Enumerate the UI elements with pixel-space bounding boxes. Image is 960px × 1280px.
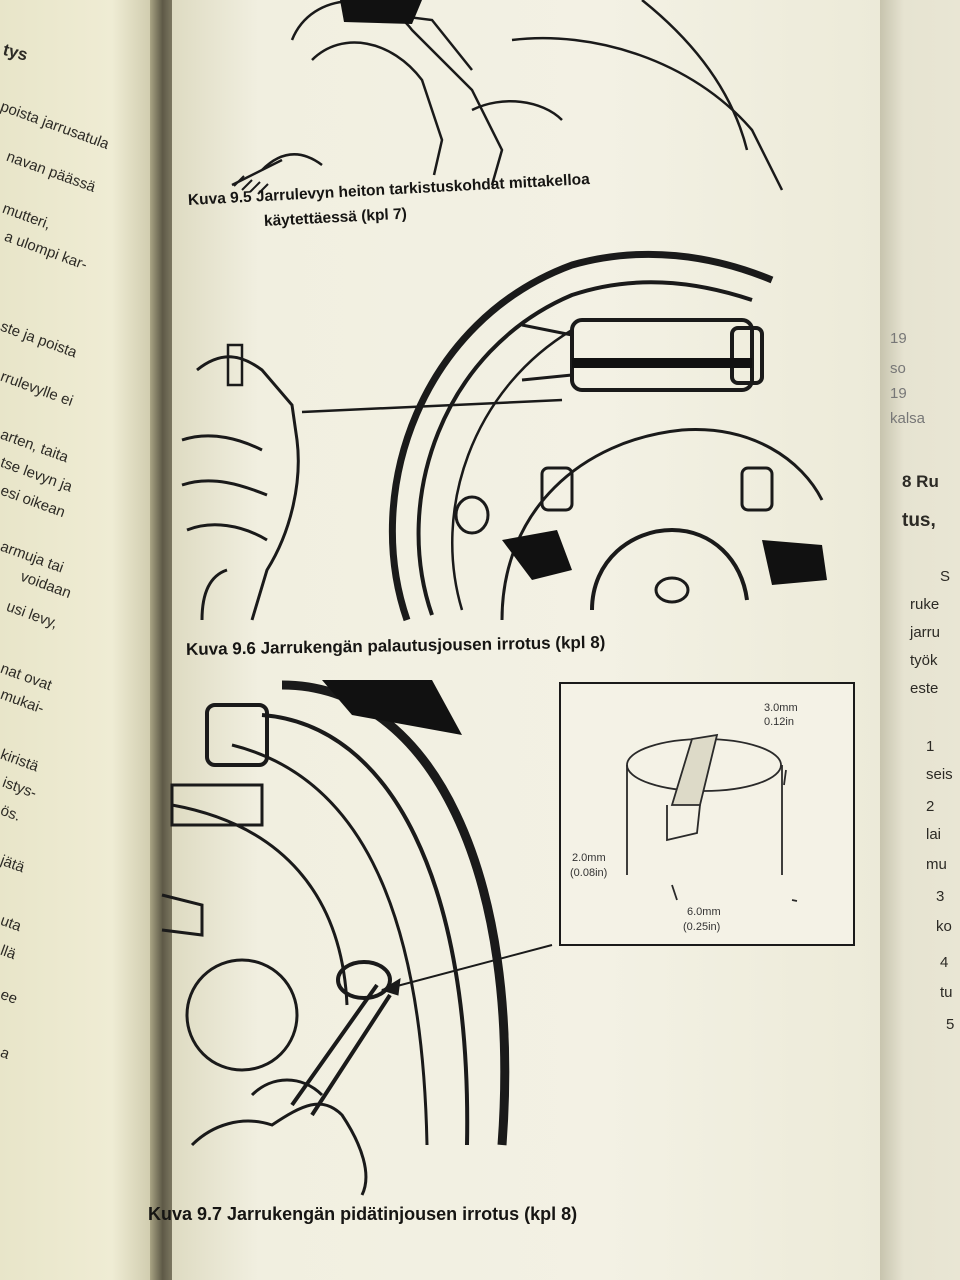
main-page: Kuva 9.5 Jarrulevyn heiton tarkistuskohd… — [148, 0, 892, 1280]
text-line: mu — [926, 856, 947, 873]
text-line: navan päässä — [4, 148, 98, 196]
arrow-shape — [340, 0, 422, 24]
text-line: lai — [926, 826, 942, 843]
figure-9-7-illustration: 3.0mm 0.12in 2.0mm (0.08in) 6.0mm (0.25i… — [161, 680, 855, 1196]
faint-text: kalsa — [890, 410, 926, 427]
text-line: istys- — [0, 774, 39, 802]
section-heading-fragment: tus, — [902, 510, 936, 531]
text-line: jätä — [0, 852, 27, 877]
faint-text: so — [890, 360, 906, 377]
text-line: ste ja poista — [0, 318, 80, 362]
inset-dim1-in: 0.12in — [764, 716, 794, 728]
list-number: 4 — [940, 954, 949, 971]
text-line: usi levy, — [4, 598, 60, 633]
text-line: a — [0, 1044, 12, 1063]
right-page: 19 so 19 kalsa 8 Ru tus, S ruke jarru ty… — [880, 0, 960, 1280]
text-line: kiristä — [0, 746, 41, 776]
text-line: ko — [936, 918, 952, 935]
inset-dim2-in: (0.08in) — [570, 867, 607, 879]
text-line: tu — [940, 984, 953, 1001]
figure-9-5-illustration — [231, 0, 784, 195]
figure-9-6-illustration — [181, 250, 827, 622]
left-page: tys poista jarrusatula navan päässä mutt… — [0, 0, 160, 1280]
figure-9-7-caption: Kuva 9.7 Jarrukengän pidätinjousen irrot… — [148, 1204, 578, 1224]
list-number: 2 — [926, 798, 935, 815]
text-line: jarru — [910, 624, 941, 641]
text-line: voidaan — [18, 568, 74, 602]
list-number: 1 — [926, 738, 935, 755]
list-number: 3 — [936, 888, 945, 905]
text-line: S — [940, 568, 951, 585]
text-line: ee — [0, 986, 20, 1008]
text-line: poista jarrusatula — [0, 98, 112, 154]
figure-9-5-caption-line-2: käytettäessä (kpl 7) — [263, 205, 408, 230]
text-line: ruke — [910, 596, 940, 613]
text-line: ös. — [0, 802, 23, 825]
text-line: työk — [910, 652, 938, 669]
text-line: llä — [0, 942, 19, 964]
inset-dim2-mm: 2.0mm — [572, 852, 606, 864]
faint-text: 19 — [890, 385, 907, 402]
list-number: 5 — [946, 1016, 955, 1033]
faint-text: 19 — [890, 330, 907, 347]
section-heading-fragment: 8 Ru — [902, 472, 939, 491]
inset-dim3-in: (0.25in) — [683, 921, 720, 933]
inset-dim3-mm: 6.0mm — [687, 906, 721, 918]
text-line: a ulompi kar- — [2, 228, 90, 274]
text-line: rrulevylle ei — [0, 368, 76, 410]
inset-dim1-mm: 3.0mm — [764, 702, 798, 714]
text-line: uta — [0, 912, 24, 936]
text-line: seis — [926, 766, 953, 783]
text-line: este — [910, 680, 939, 697]
section-heading-fragment: tys — [1, 40, 30, 65]
dimension-inset-box — [559, 682, 855, 946]
